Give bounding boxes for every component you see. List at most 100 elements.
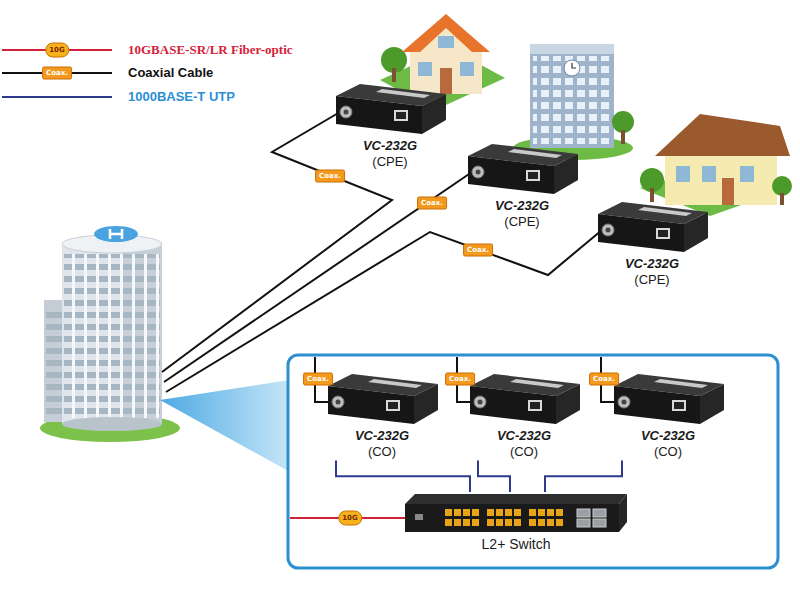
- converter-picture: [614, 386, 700, 424]
- callout-wedge: [160, 380, 290, 472]
- hospital-tower: [94, 226, 138, 242]
- model-name: VC-232G: [363, 138, 417, 154]
- node-label: (CO): [368, 444, 396, 460]
- converter-picture: [472, 166, 484, 178]
- node-label: (CPE): [504, 214, 539, 230]
- converter-picture: [462, 140, 582, 196]
- converter-picture: [528, 400, 542, 411]
- switch-picture: [445, 519, 452, 526]
- converter-picture: [464, 370, 584, 426]
- converter-node: VC-232G(CPE): [592, 198, 712, 289]
- house-right: [655, 114, 790, 156]
- converter-picture: [508, 149, 562, 158]
- switch-picture: [405, 492, 627, 534]
- house-top: [440, 68, 452, 94]
- house-right: [665, 153, 777, 205]
- model-name: VC-232G: [497, 428, 551, 444]
- converter-node: VC-232G(CPE): [330, 80, 450, 171]
- inset-panel: [288, 355, 778, 568]
- converter-picture: [622, 400, 627, 405]
- model-name: VC-232G: [495, 198, 549, 214]
- node-label: (CO): [510, 444, 538, 460]
- switch-picture: [487, 509, 494, 516]
- switch-picture: [487, 519, 494, 526]
- switch-picture: [514, 509, 521, 516]
- coaxial-cable: [164, 172, 472, 382]
- node-label: (CPE): [372, 154, 407, 170]
- cable-tag: Coax.: [445, 373, 475, 386]
- converter-picture: [674, 402, 684, 409]
- converter-picture: [368, 379, 422, 388]
- coaxial-cable: [162, 112, 602, 392]
- converter-picture: [476, 170, 481, 175]
- house-top: [402, 14, 490, 52]
- switch-picture: [547, 509, 554, 516]
- converter-picture: [528, 172, 538, 179]
- cable-tag: Coax.: [303, 373, 333, 386]
- converter-picture: [328, 386, 414, 424]
- node-label: (CO): [654, 444, 682, 460]
- cable-tag: Coax.: [463, 244, 493, 257]
- legend-text: 10GBASE-SR/LR Fiber-optic: [128, 42, 293, 58]
- converter-node: VC-232G(CO): [322, 370, 442, 461]
- house-right: [650, 188, 654, 202]
- switch-picture: [577, 509, 590, 517]
- house-right: [676, 166, 690, 182]
- hospital-tower: [40, 226, 180, 442]
- switch-picture: [472, 509, 479, 516]
- cable-tag: Coax.: [315, 170, 345, 183]
- converter-picture: [592, 198, 712, 254]
- switch-picture: [556, 509, 563, 516]
- converter-picture: [344, 110, 349, 115]
- converter-picture: [376, 89, 430, 98]
- converter-picture: [468, 156, 554, 194]
- office-building: [513, 44, 634, 160]
- house-right: [640, 114, 792, 216]
- switch-picture: [593, 509, 606, 517]
- house-top: [418, 62, 432, 76]
- converter-picture: [700, 384, 724, 424]
- utp-cable: [545, 461, 622, 493]
- switch-picture: [556, 519, 563, 526]
- switch-picture: [593, 519, 606, 527]
- converter-picture: [470, 386, 556, 424]
- switch-node: L2+ Switch: [405, 492, 627, 554]
- house-right: [722, 178, 734, 205]
- model-name: VC-232G: [625, 256, 679, 272]
- house-top: [460, 62, 474, 76]
- switch-picture: [505, 519, 512, 526]
- legend-text: 1000BASE-T UTP: [128, 89, 235, 105]
- converter-node: VC-232G(CO): [608, 370, 728, 461]
- node-label: (CPE): [634, 272, 669, 288]
- converter-picture: [414, 384, 438, 424]
- switch-picture: [463, 519, 470, 526]
- office-building: [564, 60, 580, 76]
- converter-node: VC-232G(CO): [464, 370, 584, 461]
- converter-picture: [340, 106, 352, 118]
- switch-picture: [454, 509, 461, 516]
- converter-picture: [336, 400, 341, 405]
- office-building: [572, 63, 576, 68]
- utp-cable: [478, 461, 510, 493]
- converter-picture: [598, 214, 684, 252]
- switch-picture: [529, 509, 536, 516]
- switch-picture: [415, 514, 423, 520]
- office-building: [530, 44, 614, 54]
- switch-picture: [463, 509, 470, 516]
- converter-picture: [388, 402, 398, 409]
- cable-tag: Coax.: [417, 197, 447, 210]
- converter-picture: [332, 396, 344, 408]
- converter-picture: [396, 112, 406, 119]
- converter-picture: [656, 228, 670, 239]
- converter-picture: [608, 370, 728, 426]
- switch-picture: [405, 504, 619, 532]
- model-name: VC-232G: [355, 428, 409, 444]
- cable-tag: Coax.: [589, 373, 619, 386]
- office-building: [621, 130, 625, 144]
- office-building: [612, 111, 634, 133]
- switch-picture: [619, 494, 627, 532]
- callout-wedge: [160, 380, 290, 472]
- converter-picture: [602, 224, 614, 236]
- cable-tag: 10G: [45, 43, 69, 58]
